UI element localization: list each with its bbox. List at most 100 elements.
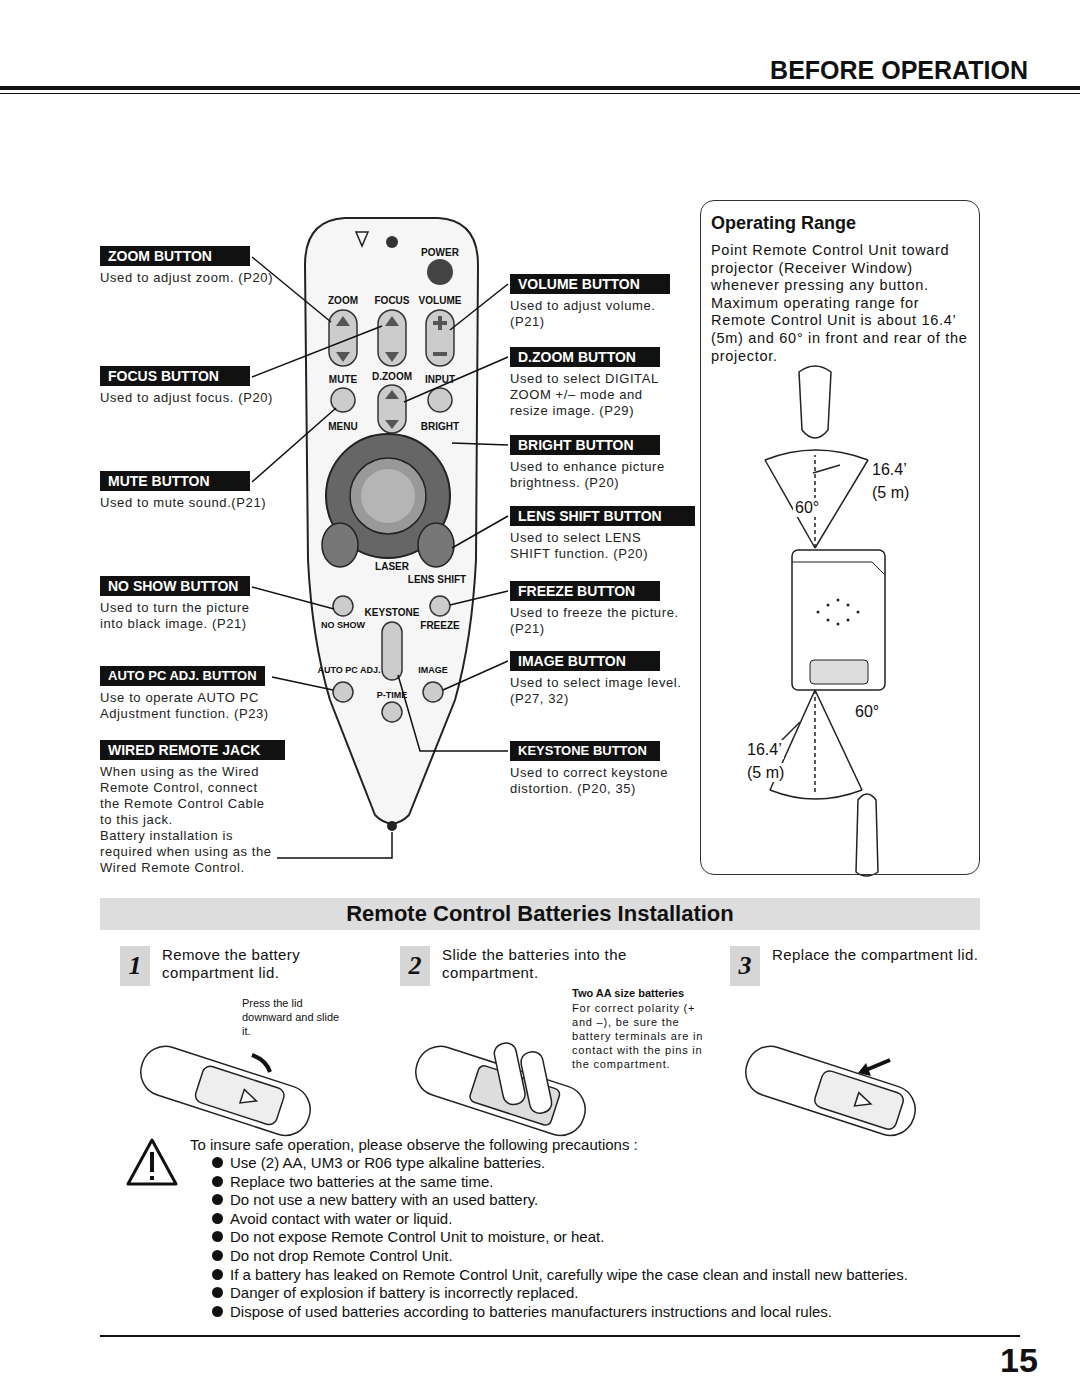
step-number: 1 (120, 946, 150, 986)
callout-box: MUTE BUTTON Used to mute sound.(P21) (100, 471, 275, 511)
callout-box: VOLUME BUTTON Used to adjust volume. (P21… (510, 274, 682, 330)
text-label: 16.4’ (870, 460, 909, 479)
step-number: 3 (730, 946, 760, 986)
section-band: Remote Control Batteries Installation (100, 898, 980, 930)
button-description: Used to turn the picture into black imag… (100, 600, 275, 632)
button-label: NO SHOW (321, 620, 365, 631)
button-label: D.ZOOM (372, 371, 412, 383)
button-label: ZOOM (328, 295, 358, 307)
button-heading: KEYSTONE BUTTON (510, 741, 660, 761)
text-label: To insure safe operation, please observe… (190, 1136, 638, 1154)
button-heading: ZOOM BUTTON (100, 246, 250, 266)
precaution-item: Do not expose Remote Control Unit to moi… (230, 1228, 604, 1246)
step-number: 2 (400, 946, 430, 986)
callout-box: IMAGE BUTTON Used to select image level. … (510, 651, 682, 707)
bullet-dot (212, 1213, 223, 1224)
step-box: 3Replace the compartment lid. (730, 946, 980, 986)
precaution-item: Replace two batteries at the same time. (230, 1173, 493, 1191)
button-description: Used to correct keystone distortion. (P2… (510, 765, 682, 797)
button-description: Used to select LENS SHIFT function. (P20… (510, 530, 682, 562)
button-label: BRIGHT (421, 421, 459, 433)
text-label: 15 (1000, 1340, 1038, 1381)
button-heading: VOLUME BUTTON (510, 274, 670, 294)
step-box: 1Remove the battery compartment lid. (120, 946, 370, 986)
button-heading: LENS SHIFT BUTTON (510, 506, 695, 526)
button-label: LASER (375, 561, 409, 573)
button-description: Used to enhance picture brightness. (P20… (510, 459, 682, 491)
button-description: Used to adjust volume. (P21) (510, 298, 682, 330)
bullet-dot (212, 1231, 223, 1242)
button-description: Used to adjust focus. (P20) (100, 390, 275, 406)
step-box: 2Slide the batteries into the compartmen… (400, 946, 650, 986)
button-label: LENS SHIFT (408, 574, 466, 586)
button-heading: NO SHOW BUTTON (100, 576, 250, 596)
precaution-item: Use (2) AA, UM3 or R06 type alkaline bat… (230, 1154, 545, 1172)
bullet-dot (212, 1269, 223, 1280)
panel-body: Point Remote Control Unit toward project… (711, 242, 969, 365)
bullet-dot (212, 1194, 223, 1205)
button-description: Used to mute sound.(P21) (100, 495, 275, 511)
button-description: When using as the Wired Remote Control, … (100, 764, 275, 828)
button-description: Used to select DIGITAL ZOOM +/– mode and… (510, 371, 682, 419)
callout-box: NO SHOW BUTTON Used to turn the picture i… (100, 576, 275, 632)
step-text: Remove the battery compartment lid. (120, 946, 370, 982)
precaution-item: Dispose of used batteries according to b… (230, 1303, 832, 1321)
step-text: Slide the batteries into the compartment… (400, 946, 650, 982)
callout-box: ZOOM BUTTON Used to adjust zoom. (P20) (100, 246, 275, 286)
precaution-item: If a battery has leaked on Remote Contro… (230, 1266, 908, 1284)
bullet-dot (212, 1306, 223, 1317)
button-label: VOLUME (419, 295, 462, 307)
precaution-item: Do not use a new battery with an used ba… (230, 1191, 538, 1209)
text-label: Press the lid downward and slide it. (242, 996, 347, 1038)
button-label: AUTO PC ADJ. (317, 665, 380, 676)
button-label: P-TIME (377, 690, 408, 701)
callout-box: KEYSTONE BUTTON Used to correct keystone … (510, 741, 682, 797)
text-label: (5 m) (870, 483, 911, 502)
button-description: Used to freeze the picture. (P21) (510, 605, 682, 637)
button-label: FOCUS (375, 295, 410, 307)
info-panel: Operating RangePoint Remote Control Unit… (700, 200, 980, 875)
button-heading: MUTE BUTTON (100, 471, 250, 491)
button-heading: FOCUS BUTTON (100, 366, 250, 386)
button-description: Used to select image level. (P27, 32) (510, 675, 682, 707)
button-label: KEYSTONE (365, 607, 420, 619)
text-label: (5 m) (745, 763, 786, 782)
button-label: MUTE (329, 374, 357, 386)
text-label: For correct polarity (+ and –), be sure … (572, 1001, 712, 1071)
bullet-dot (212, 1176, 223, 1187)
precaution-item: Do not drop Remote Control Unit. (230, 1247, 453, 1265)
button-heading: AUTO PC ADJ. BUTTON (100, 666, 265, 686)
bullet-dot (212, 1157, 223, 1168)
callout-box: FOCUS BUTTON Used to adjust focus. (P20) (100, 366, 275, 406)
button-description: Battery installation is required when us… (100, 828, 275, 876)
panel-heading: Operating Range (711, 213, 969, 234)
button-label: INPUT (425, 374, 455, 386)
button-description: Use to operate AUTO PC Adjustment functi… (100, 690, 275, 722)
precaution-item: Avoid contact with water or liquid. (230, 1210, 452, 1228)
page-title: BEFORE OPERATION (770, 56, 1028, 85)
text-label: Two AA size batteries (572, 987, 684, 1000)
text-label: 60° (793, 498, 821, 517)
bullet-dot (212, 1287, 223, 1298)
button-heading: D.ZOOM BUTTON (510, 347, 660, 367)
button-label: IMAGE (418, 665, 448, 676)
bullet-dot (212, 1250, 223, 1261)
button-label: MENU (328, 421, 357, 433)
callout-box: BRIGHT BUTTON Used to enhance picture bri… (510, 435, 682, 491)
button-heading: FREEZE BUTTON (510, 581, 660, 601)
button-heading: IMAGE BUTTON (510, 651, 660, 671)
button-heading: BRIGHT BUTTON (510, 435, 660, 455)
precaution-item: Danger of explosion if battery is incorr… (230, 1284, 579, 1302)
button-description: Used to adjust zoom. (P20) (100, 270, 275, 286)
callout-box: FREEZE BUTTON Used to freeze the picture.… (510, 581, 682, 637)
callout-box: LENS SHIFT BUTTONUsed to select LENS SHI… (510, 506, 682, 562)
text-label: 60° (853, 702, 881, 721)
button-label: FREEZE (420, 620, 459, 632)
button-heading: WIRED REMOTE JACK (100, 740, 285, 760)
step-text: Replace the compartment lid. (730, 946, 980, 964)
section-heading: Remote Control Batteries Installation (100, 898, 980, 930)
callout-box: AUTO PC ADJ. BUTTON Use to operate AUTO P… (100, 666, 275, 722)
button-label: POWER (421, 247, 459, 259)
callout-box: WIRED REMOTE JACKWhen using as the Wired… (100, 740, 275, 876)
